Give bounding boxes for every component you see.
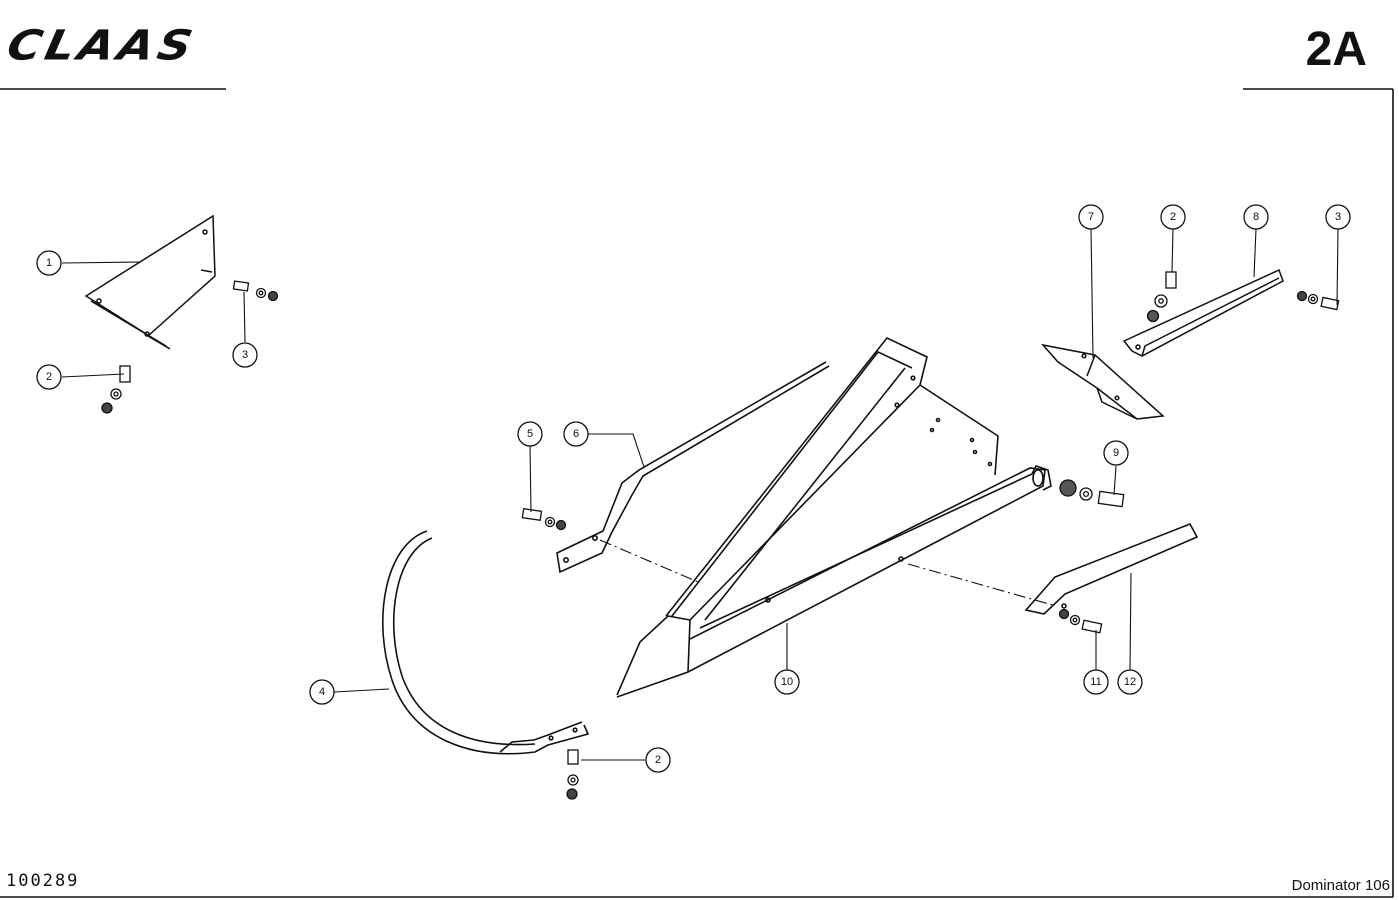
svg-text:12: 12 — [1124, 676, 1136, 688]
svg-text:11: 11 — [1090, 676, 1101, 688]
callout-9: 9 — [1103, 440, 1129, 466]
callout-7: 7 — [1078, 204, 1104, 230]
svg-text:6: 6 — [573, 428, 579, 440]
part-6-curved-rail — [556, 361, 830, 574]
callout-2: 2 — [36, 364, 62, 390]
alignment-lines — [599, 539, 1057, 607]
model-name: Dominator 106 — [1291, 877, 1390, 894]
callout-3: 3 — [1325, 204, 1351, 230]
callout-6: 6 — [563, 421, 589, 447]
part-12-support-tube — [1024, 522, 1199, 615]
part-10-crop-divider — [616, 337, 1052, 698]
svg-text:2: 2 — [46, 371, 52, 383]
callout-3: 3 — [232, 342, 258, 368]
callout-12: 12 — [1117, 669, 1143, 695]
callouts: 1 2 3 2 3 4 5 6 7 2 8 9 10 11 12 — [36, 204, 1351, 773]
svg-text:3: 3 — [1335, 211, 1341, 223]
part-5-fasteners — [521, 508, 567, 531]
callout-2: 2 — [1160, 204, 1186, 230]
svg-text:2: 2 — [1170, 211, 1176, 223]
svg-text:3: 3 — [242, 349, 248, 361]
callout-3: 2 — [645, 747, 671, 773]
callout-1: 1 — [36, 250, 62, 276]
callout-4: 4 — [309, 679, 335, 705]
svg-text:10: 10 — [781, 676, 793, 688]
part-1-triangle-plate — [84, 214, 216, 350]
part-7-angle-bracket — [1040, 343, 1165, 420]
part-4-fasteners — [566, 749, 579, 800]
part-9-fasteners — [1059, 479, 1125, 508]
callout-11: 11 — [1083, 669, 1109, 695]
svg-text:5: 5 — [527, 428, 533, 440]
page-id: 2A — [1305, 23, 1367, 76]
part-1-fasteners — [101, 280, 279, 414]
svg-text:2: 2 — [655, 754, 661, 766]
svg-text:4: 4 — [319, 686, 325, 698]
svg-text:8: 8 — [1253, 211, 1259, 223]
svg-text:7: 7 — [1088, 211, 1094, 223]
part-8-flat-bar — [1122, 268, 1284, 357]
document-number: 100289 — [6, 871, 80, 891]
part-4-curved-guard — [382, 530, 590, 755]
part-11-fasteners — [1058, 608, 1103, 634]
part-8-fasteners — [1146, 271, 1340, 323]
svg-text:1: 1 — [46, 257, 52, 269]
page-frame — [0, 88, 1394, 898]
svg-text:9: 9 — [1113, 447, 1119, 459]
leader-lines — [61, 228, 1339, 761]
callout-10: 10 — [774, 669, 800, 695]
callout-8: 8 — [1243, 204, 1269, 230]
callout-5: 5 — [517, 421, 543, 447]
